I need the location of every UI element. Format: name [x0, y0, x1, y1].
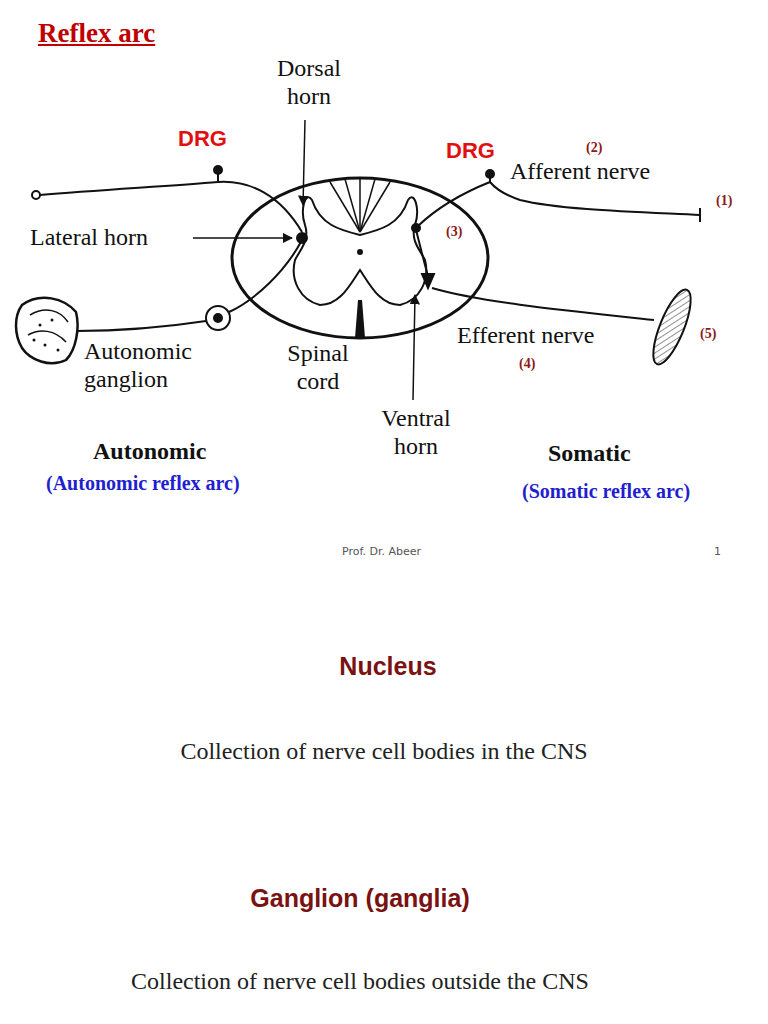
- structure-label: Dorsal horn: [258, 55, 360, 110]
- term-heading: Ganglion (ganglia): [0, 884, 720, 913]
- page-number: 1: [714, 546, 721, 559]
- section-heading: Somatic: [548, 440, 631, 468]
- autonomic-afferent: [32, 166, 302, 232]
- somatic-efferent: [412, 224, 654, 320]
- structure-label: Afferent nerve: [510, 158, 650, 186]
- structure-label: Autonomic ganglion: [84, 338, 234, 393]
- structure-label: Efferent nerve: [457, 322, 594, 350]
- structure-label: Spinal cord: [268, 340, 368, 395]
- callout-number: (4): [519, 356, 535, 372]
- visceral-organ: [16, 298, 78, 363]
- definition-text: Collection of nerve cell bodies outside …: [10, 968, 710, 996]
- structure-label: Lateral horn: [30, 224, 148, 252]
- structure-label: Ventral horn: [366, 405, 466, 460]
- callout-number: (2): [586, 140, 602, 156]
- footer-author: Prof. Dr. Abeer: [342, 546, 421, 559]
- section-heading: Autonomic: [93, 438, 206, 466]
- callout-number: (5): [700, 326, 716, 342]
- section-subheading: (Somatic reflex arc): [522, 480, 690, 503]
- skeletal-muscle: [646, 285, 698, 368]
- ganglion-label: DRG: [446, 138, 495, 163]
- callout-number: (1): [716, 193, 732, 209]
- slide-title: Reflex arc: [38, 18, 155, 49]
- definition-text: Collection of nerve cell bodies in the C…: [10, 738, 758, 766]
- ganglion-label: DRG: [178, 126, 227, 151]
- leader-lines: [193, 120, 415, 400]
- callout-number: (3): [446, 224, 462, 240]
- term-heading: Nucleus: [4, 652, 768, 681]
- section-subheading: (Autonomic reflex arc): [46, 472, 240, 495]
